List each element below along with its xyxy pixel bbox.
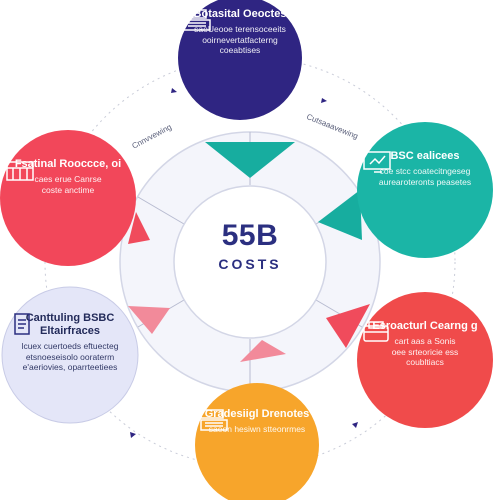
node-description: saeon hesiwn stteonrmes [209, 424, 305, 435]
node-description-line: coste anctime [41, 184, 95, 195]
node-circle-bottom [195, 383, 319, 500]
node-title: Botasital Oeoctes [193, 8, 287, 20]
node-title: Gradesiigl Drenotes [204, 408, 310, 420]
monitor-stack-icon [183, 9, 211, 31]
node-circle-right-upper [357, 122, 493, 258]
outer-orbit [44, 56, 456, 468]
node-left-lower: Canttuling BSBC Eltairfraces lcuex cuerto… [5, 312, 135, 373]
node-description-line: aurearoteronts peasetes [378, 176, 472, 187]
node-title: Canttuling BSBC Eltairfraces [25, 312, 115, 337]
center-sub-text: COSTS [218, 256, 282, 272]
wallet-card-icon [363, 321, 389, 342]
node-circle-right-lower [357, 292, 493, 428]
node-title: Fsatinal Rooccce, oi [14, 158, 122, 170]
wedge-red-right [326, 304, 370, 348]
node-description-line: caes erue Canrse [34, 174, 102, 184]
node-description-line: coe stcc coatecitngeseg [379, 166, 471, 176]
dashboard-monitor-icon [363, 151, 391, 173]
node-title: Esroacturl Cearng g [372, 320, 478, 332]
node-title: BSC ealicees [390, 150, 460, 162]
wedge-pink-left [128, 306, 170, 334]
wedge-pink-bottom [240, 340, 286, 362]
node-circle-left-upper [0, 130, 136, 266]
node-description-line: cart aas a Sonis [394, 336, 456, 346]
node-circle-left-lower [1, 286, 139, 424]
node-description-line: ooirnevertatfacterng [202, 34, 278, 45]
orbit-arrows [130, 88, 358, 438]
node-bottom: Gradesiigl Drenotes saeon hesiwn stteonrm… [197, 408, 317, 435]
node-description-line: saeon hesiwn stteonrmes [208, 424, 306, 434]
document-icon [14, 313, 30, 335]
building-icon [6, 161, 34, 181]
wedge-teal-top [205, 142, 295, 178]
server-stack-icon [200, 409, 228, 431]
wedge-red-left [128, 212, 150, 244]
node-description-line: saeUeooe terensoceeits [194, 24, 286, 34]
center-circle [173, 185, 327, 339]
node-description-line: oee srteoricie ess [391, 346, 459, 357]
center-main-text: 55B [221, 219, 279, 252]
node-description-line: coubltiacs [406, 357, 444, 367]
center-label: 55B COSTS [175, 219, 325, 273]
node-description-line: etsnoeseisolo ooraterm [25, 351, 115, 362]
node-description-line: coeabtises [219, 45, 261, 55]
node-description-line: lcuex cuertoeds eftuecteg [21, 341, 119, 351]
wedge-teal-right [318, 190, 362, 240]
node-description-line: e'aeriovies, oparrteetiees [22, 362, 118, 372]
